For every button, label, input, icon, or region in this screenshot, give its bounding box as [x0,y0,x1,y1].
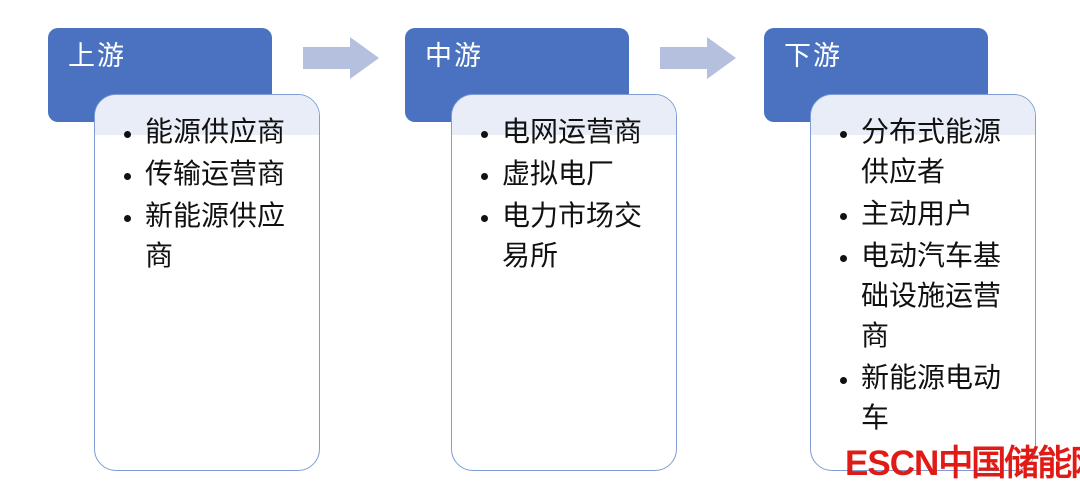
watermark-brand: ESCN [845,444,939,483]
list-item: 新能源电动车 [835,359,1027,439]
list-item: 主动用户 [835,195,1027,235]
column-card-downstream: 分布式能源供应者 主动用户 电动汽车基础设施运营商 新能源电动车 [810,94,1036,471]
list-item: 新能源供应商 [119,197,311,277]
list-item: 电力市场交易所 [476,197,668,277]
column-header-label: 下游 [784,41,842,71]
card-tint-band [811,95,1035,135]
column-card-midstream: 电网运营商 虚拟电厂 电力市场交易所 [451,94,677,471]
right-arrow-icon [303,37,379,79]
watermark-site: 中国储能网 [938,444,1080,484]
list-item: 电网运营商 [476,113,668,153]
bullet-list-downstream: 分布式能源供应者 主动用户 电动汽车基础设施运营商 新能源电动车 [811,95,1035,441]
card-tint-band [452,95,676,135]
column-card-upstream: 能源供应商 传输运营商 新能源供应商 [94,94,320,471]
list-item: 虚拟电厂 [476,155,668,195]
card-tint-band [95,95,319,135]
list-item: 能源供应商 [119,113,311,153]
list-item: 电动汽车基础设施运营商 [835,237,1027,357]
list-item: 分布式能源供应者 [835,113,1027,193]
bullet-list-midstream: 电网运营商 虚拟电厂 电力市场交易所 [452,95,676,279]
list-item: 传输运营商 [119,155,311,195]
right-arrow-icon [660,37,736,79]
watermark: ESCN中国储能网 [845,444,1080,484]
column-header-label: 中游 [425,41,483,71]
bullet-list-upstream: 能源供应商 传输运营商 新能源供应商 [95,95,319,279]
column-header-label: 上游 [68,41,126,71]
